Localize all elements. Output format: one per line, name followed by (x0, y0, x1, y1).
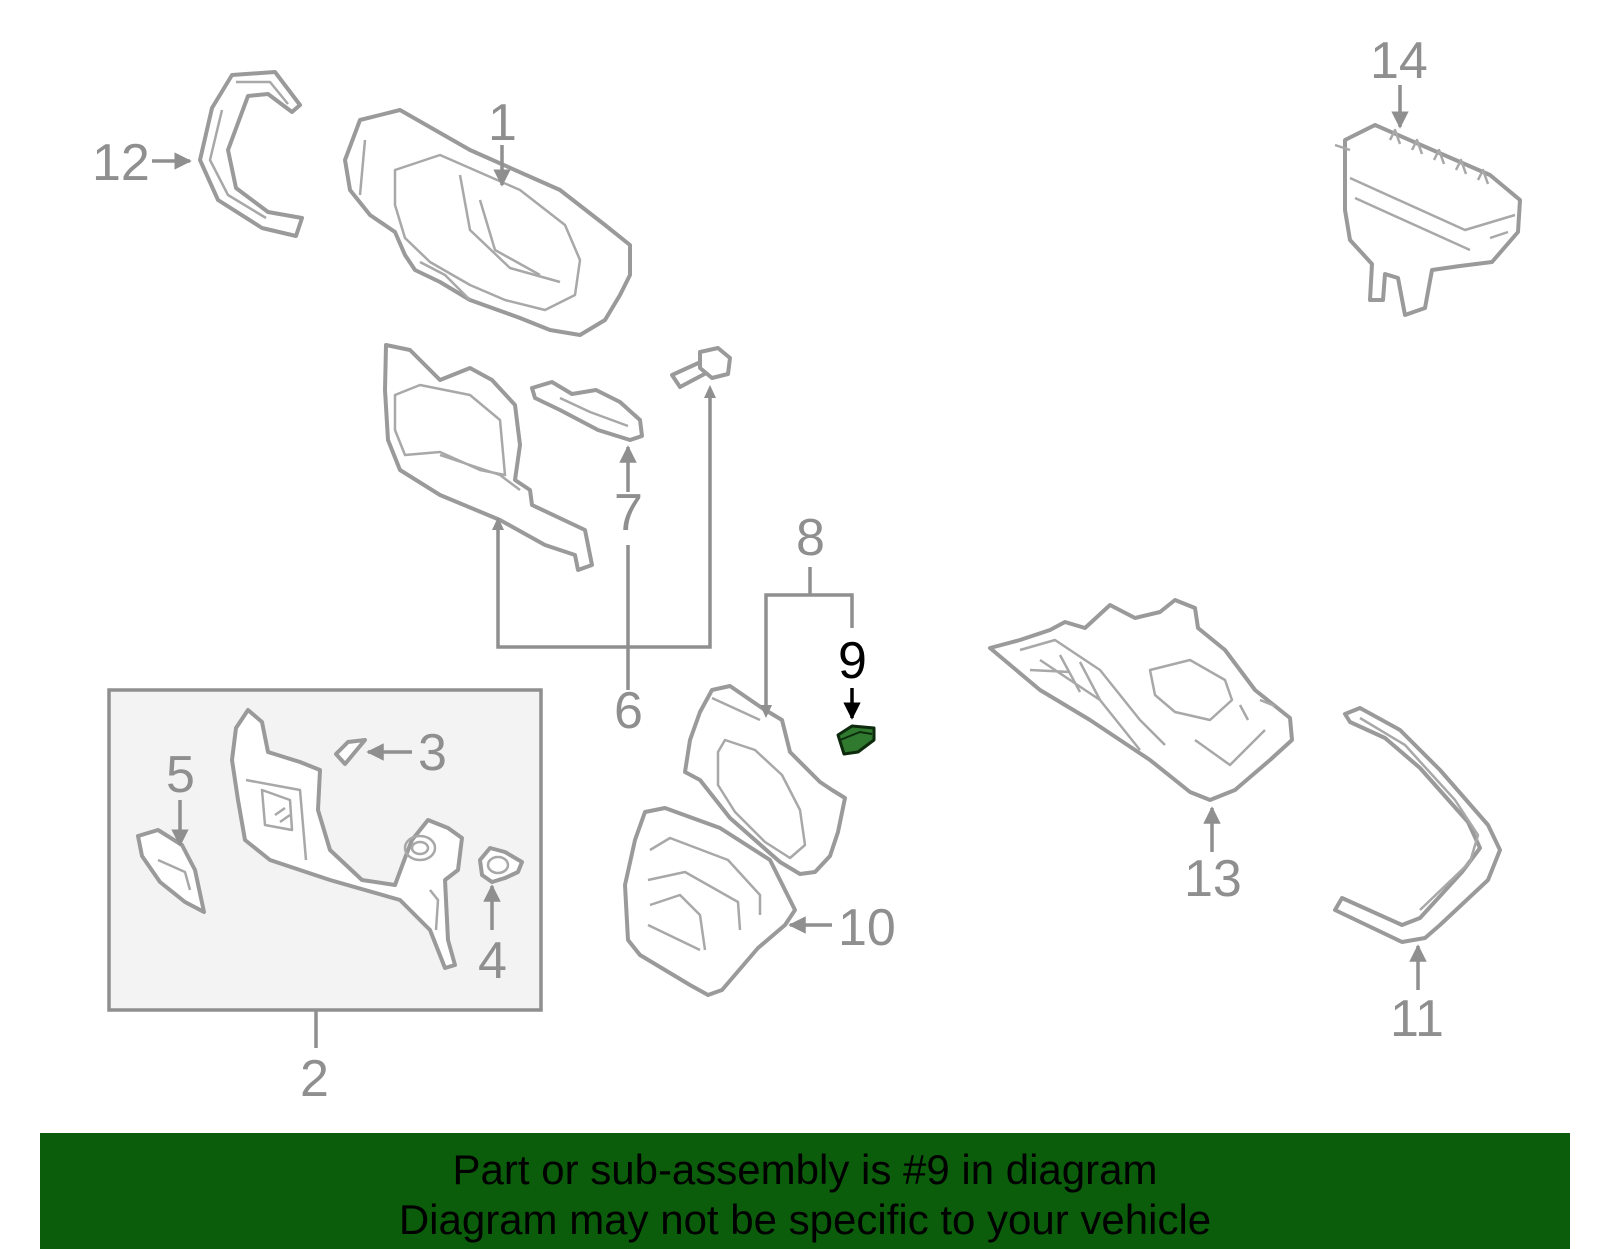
info-banner: Part or sub-assembly is #9 in diagram Di… (40, 1133, 1570, 1249)
part-1-cluster-bezel[interactable] (343, 108, 632, 337)
part-6-bracket[interactable] (383, 343, 594, 572)
callout-8: 8 (796, 509, 825, 567)
callout-11: 11 (1390, 990, 1444, 1048)
callout-6: 6 (614, 682, 643, 740)
callout-7: 7 (614, 484, 643, 542)
callout-12: 12 (92, 134, 150, 192)
callout-1: 1 (488, 94, 517, 152)
leader-6-bracket (496, 392, 712, 649)
part-3-clip[interactable] (334, 738, 367, 766)
part-9-highlighted[interactable] (836, 724, 876, 756)
part-5-cover[interactable] (136, 828, 206, 914)
part-10-lower-center-panel[interactable] (623, 806, 797, 997)
part-11-trim[interactable] (1333, 706, 1502, 944)
callout-5: 5 (166, 746, 195, 804)
banner-line-2: Diagram may not be specific to your vehi… (398, 1196, 1212, 1243)
callout-2: 2 (300, 1050, 329, 1108)
part-12-pillar-trim[interactable] (198, 70, 304, 238)
part-8-center-bezel[interactable] (683, 684, 847, 876)
part-14-air-bag-module[interactable] (1334, 123, 1522, 317)
callout-13: 13 (1184, 850, 1242, 908)
part-13-glove-box[interactable] (988, 598, 1294, 802)
callout-4: 4 (478, 932, 507, 990)
callout-10: 10 (838, 899, 896, 957)
callout-3: 3 (418, 724, 447, 782)
callout-9: 9 (838, 632, 867, 690)
part-7-small-bracket[interactable] (530, 380, 644, 442)
part-4-grommet[interactable] (478, 846, 524, 884)
banner-line-1: Part or sub-assembly is #9 in diagram (452, 1146, 1158, 1193)
part-2-lower-panel[interactable] (230, 708, 464, 970)
callout-14: 14 (1370, 32, 1428, 90)
bolt[interactable] (670, 346, 732, 389)
